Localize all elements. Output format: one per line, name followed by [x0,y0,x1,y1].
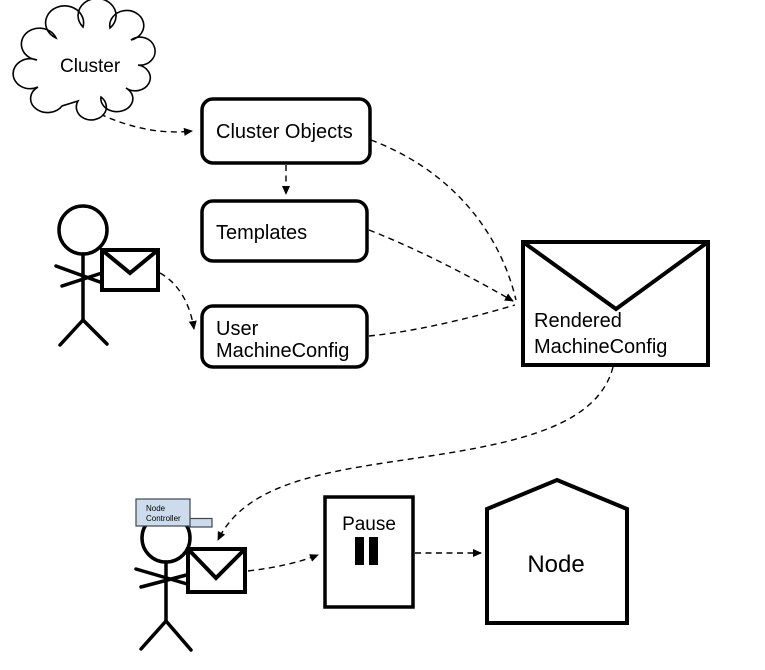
user-head [57,204,109,256]
node-controller-cap: Node Controller [135,498,213,528]
node-controller-envelope-icon [186,547,247,594]
node-controller-leg-right [164,619,193,652]
arrow-templates-to-rendered [368,229,514,302]
node-controller-leg-left [139,619,168,651]
user-machineconfig-label-line2: MachineConfig [216,340,349,362]
node-controller-stick-figure: Node Controller [134,498,247,652]
node-controller-envelope-flap [186,547,247,581]
node-house: Node [485,477,629,625]
user-machineconfig-box: User MachineConfig [200,304,369,369]
pause-icon [355,537,378,565]
cap-label-line2: Controller [146,514,181,523]
cluster-cloud: Cluster [12,0,156,121]
templates-rect [200,199,369,263]
templates-label: Templates [216,222,307,244]
cluster-objects-box: Cluster Objects [200,97,372,165]
arrow-rendered-to-node-controller-envelope [217,366,614,541]
connectors [99,113,614,572]
cluster-cloud-label: Cluster [60,56,121,77]
rendered-label-line1: Rendered [534,310,622,332]
cluster-objects-rect [200,97,372,165]
node-controller-arm-right [139,571,196,589]
curve-user-machineconfig-to-rendered [368,304,516,337]
node-house-shape [485,477,629,625]
arrow-user-envelope-to-user-machineconfig [159,272,197,330]
user-machineconfig-label-line1: User [216,318,259,340]
user-envelope-icon [100,248,160,292]
rendered-envelope-flap [521,240,710,312]
user-leg-right [81,318,109,346]
cluster-objects-label: Cluster Objects [216,121,353,143]
node-controller-arm-left [134,567,196,588]
user-stick-figure [54,204,160,347]
cap-brim [188,517,213,528]
curve-cluster-objects-to-rendered [370,139,517,301]
cap-crown [135,498,191,527]
pause-box: Pause [323,495,415,609]
user-machineconfig-rect [200,304,369,369]
user-envelope-flap [100,248,160,276]
arrow-envelope-to-pause [247,554,319,572]
rendered-label-line2: MachineConfig [534,336,667,358]
arrow-cluster-to-cluster-objects [99,113,193,136]
node-label: Node [527,551,584,578]
cloud-shape [12,0,156,121]
node-controller-envelope-rect [186,547,247,594]
rendered-machineconfig-envelope: Rendered MachineConfig [521,240,710,367]
cap-label-line1: Node [146,504,166,513]
templates-box: Templates [200,199,369,263]
user-arm-left [54,264,110,287]
pause-label: Pause [342,514,396,535]
user-leg-left [58,318,85,347]
